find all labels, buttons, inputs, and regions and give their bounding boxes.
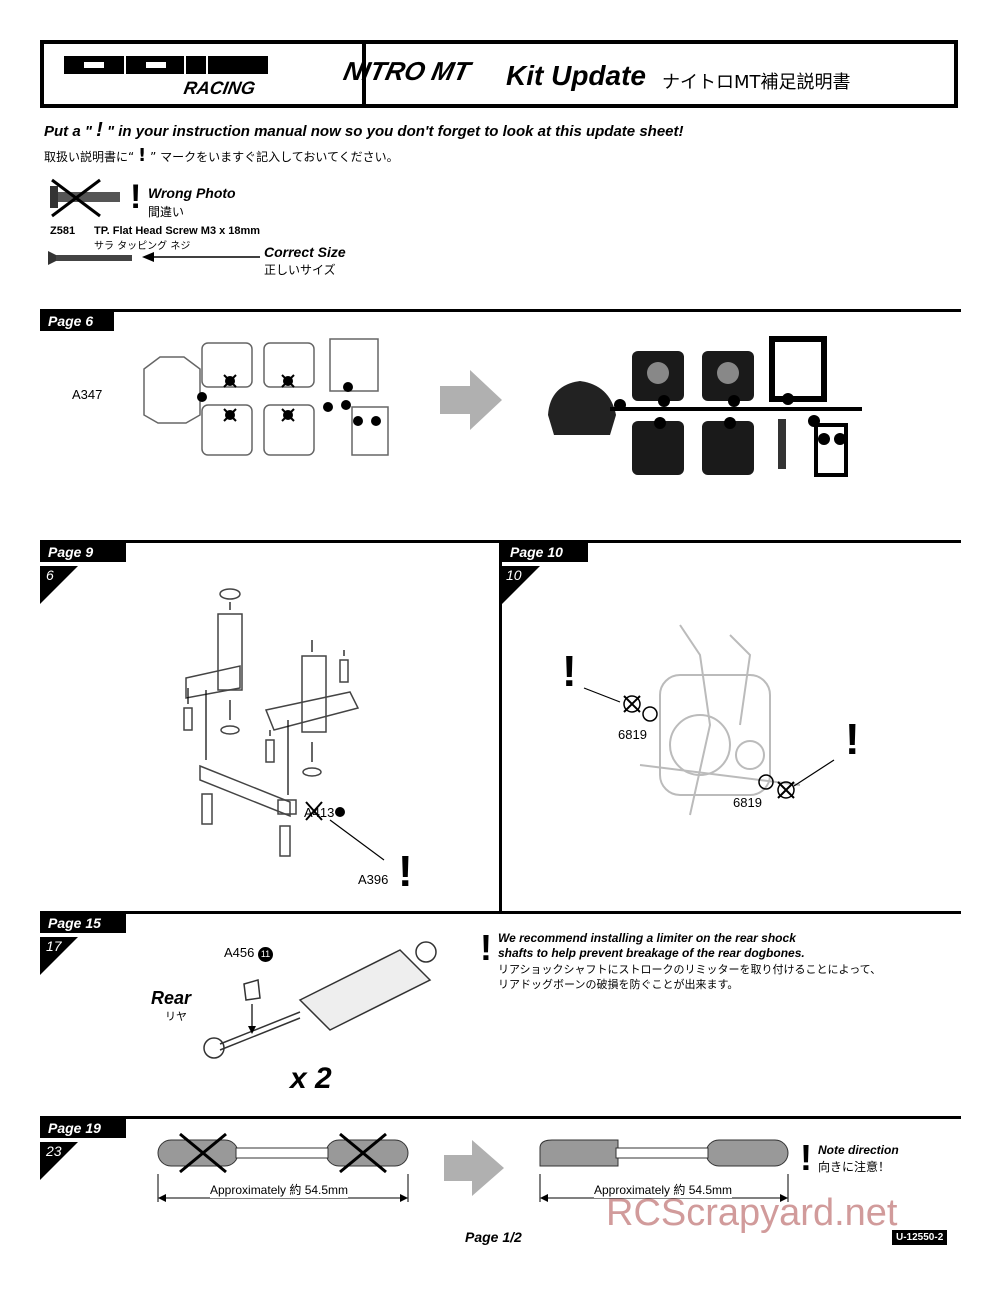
steering-assembly-illustration xyxy=(170,580,420,870)
exclamation-icon: ! xyxy=(96,119,103,141)
rear-label-jp: リヤ xyxy=(165,1010,187,1023)
intro-line-en-b: " in your instruction manual now so you … xyxy=(106,123,684,140)
exclamation-icon: ! xyxy=(845,715,860,764)
exclamation-icon: ! xyxy=(562,647,577,696)
step-number-23: 23 xyxy=(46,1143,62,1159)
part-label-a456: A456 11 xyxy=(224,945,273,962)
part-label-6819-left: 6819 xyxy=(618,727,647,742)
doc-code: U-12550-2 xyxy=(892,1230,948,1245)
step-marker-6 xyxy=(40,566,78,604)
exclamation-icon: ! xyxy=(800,1137,812,1178)
correct-size-label: Correct Size xyxy=(264,244,346,260)
brand-sub: RACING xyxy=(182,78,257,98)
tab-page10: Page 10 xyxy=(502,542,588,562)
tab-page9: Page 9 xyxy=(40,542,126,562)
exclamation-icon: ! xyxy=(138,145,147,166)
note-direction-label: Note direction xyxy=(818,1143,899,1157)
header-divider xyxy=(362,44,366,104)
step-marker-17 xyxy=(40,937,78,975)
parts-tree-old xyxy=(130,335,400,465)
part-name-jp: サラ タッピング ネジ xyxy=(94,241,191,252)
tab-page19: Page 19 xyxy=(40,1118,126,1138)
step-number-6: 6 xyxy=(46,567,54,583)
hpi-logo xyxy=(64,52,294,98)
dimension-label-left: Approximately 約 54.5mm xyxy=(210,1181,349,1198)
part-label-a347: A347 xyxy=(72,387,103,402)
exclamation-icon: ! xyxy=(480,927,492,968)
arrow-right-icon xyxy=(444,1140,504,1196)
arrow-right-icon xyxy=(440,370,502,430)
parts-tree-new xyxy=(540,335,870,485)
tab-page6: Page 6 xyxy=(40,311,114,331)
part-number: Z581 xyxy=(50,225,76,237)
exclamation-icon: ! xyxy=(130,178,142,216)
section-rule-page6 xyxy=(40,309,961,312)
page-title: Kit Update xyxy=(506,60,646,91)
limiter-note-jp-1: リアショックシャフトにストロークのリミッターを取り付けることによって、 xyxy=(498,963,882,976)
page-title-jp: ナイトロMT補足説明書 xyxy=(662,72,851,93)
intro-line-en: Put a " ! " in your instruction manual n… xyxy=(44,119,684,142)
rear-shock-illustration xyxy=(200,930,450,1065)
section-rule-page15 xyxy=(40,911,961,914)
turnbuckle-correct-illustration xyxy=(530,1130,800,1210)
part-label-6819-right: 6819 xyxy=(733,795,762,810)
dimension-label-right: Approximately 約 54.5mm xyxy=(594,1181,733,1198)
note-direction-label-jp: 向きに注意！ xyxy=(818,1160,891,1174)
rear-label: Rear xyxy=(151,988,192,1008)
intro-line-en-a: Put a " xyxy=(44,123,92,140)
part-label-a413: A413 xyxy=(304,805,335,820)
step-marker-23 xyxy=(40,1142,78,1180)
quantity-label: x 2 xyxy=(290,1062,332,1095)
turnbuckle-wrong-illustration xyxy=(150,1130,420,1210)
arrow-left-icon xyxy=(142,250,262,264)
step-number-10: 10 xyxy=(506,567,522,583)
correct-size-label-jp: 正しいサイズ xyxy=(264,263,336,277)
wrong-photo-label: Wrong Photo xyxy=(148,185,236,201)
wrong-photo-label-jp: 間違い xyxy=(148,205,185,219)
callout-lines xyxy=(580,680,840,800)
intro-line-jp-b: ” マークをいますぐ記入しておいてください。 xyxy=(150,150,399,164)
intro-line-jp-a: 取扱い説明書に“ xyxy=(44,150,135,164)
wrong-screw-illustration xyxy=(46,178,126,218)
exclamation-icon: ! xyxy=(398,847,413,896)
correct-screw-illustration xyxy=(46,248,136,268)
part-number-badge: 11 xyxy=(258,947,273,962)
column-divider xyxy=(499,540,502,912)
tab-page15: Page 15 xyxy=(40,913,126,933)
header-box: RACING NITRO MT Kit Update ナイトロMT補足説明書 xyxy=(40,40,958,108)
limiter-note-jp-2: リアドッグボーンの破損を防ぐことが出来ます。 xyxy=(498,978,739,991)
step-number-17: 17 xyxy=(46,938,62,954)
section-rule-page19 xyxy=(40,1116,961,1119)
intro-line-jp: 取扱い説明書に“ ! ” マークをいますぐ記入しておいてください。 xyxy=(44,145,399,166)
page-number: Page 1/2 xyxy=(465,1229,522,1245)
watermark: RCScrapyard.net xyxy=(606,1192,898,1234)
step-marker-10 xyxy=(502,566,540,604)
product-logo: NITRO MT xyxy=(340,56,473,86)
limiter-note-en-2: shafts to help prevent breakage of the r… xyxy=(498,946,805,960)
part-label-a396: A396 xyxy=(358,872,389,887)
limiter-note-en-1: We recommend installing a limiter on the… xyxy=(498,931,796,945)
part-name: TP. Flat Head Screw M3 x 18mm xyxy=(94,225,261,237)
part-label-a456-text: A456 xyxy=(224,945,255,960)
